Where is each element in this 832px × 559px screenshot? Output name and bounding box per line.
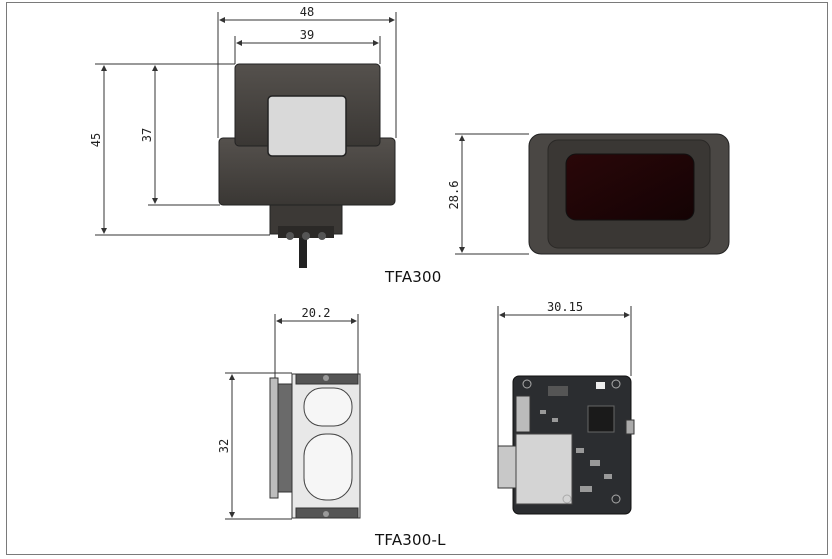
side-lens-lower: [303, 433, 353, 501]
face-lens: [565, 153, 695, 221]
board-connector: [497, 445, 517, 489]
dim-front-total-height: 45: [89, 133, 103, 147]
tfa300-face-view: [528, 133, 730, 255]
dim-l-side-height: 32: [217, 439, 231, 453]
dim-l-side-width: 20.2: [302, 306, 331, 320]
caption-tfa300: TFA300: [385, 268, 442, 286]
dim-side-height: 28.6: [447, 181, 461, 210]
caption-tfa300-l: TFA300-L: [375, 531, 446, 549]
board-chip: [587, 405, 615, 433]
panel-tfa300-l: [6, 288, 828, 555]
cable: [299, 238, 307, 268]
tfa300-l-side-view: [269, 373, 361, 519]
dim-front-body-height: 37: [140, 128, 154, 142]
tfa300-l-dimension-lines: [225, 314, 359, 520]
tfa300-front-view: [218, 63, 396, 268]
side-lens-upper: [303, 387, 353, 427]
tfa300-face-dimension-lines: [455, 133, 529, 255]
tfa300-l-board-view: [497, 375, 635, 515]
dim-front-inner-width: 39: [300, 28, 314, 42]
sensor-window: [267, 95, 347, 157]
tfa300-dimension-lines: [95, 12, 397, 236]
tfa300-l-board-dimension-lines: [497, 306, 632, 446]
dim-l-board-width: 30.15: [547, 300, 583, 314]
board-sensor-block: [515, 433, 573, 505]
dim-front-outer-width: 48: [300, 5, 314, 19]
side-left-plate: [269, 377, 279, 499]
side-connector: [277, 383, 293, 493]
